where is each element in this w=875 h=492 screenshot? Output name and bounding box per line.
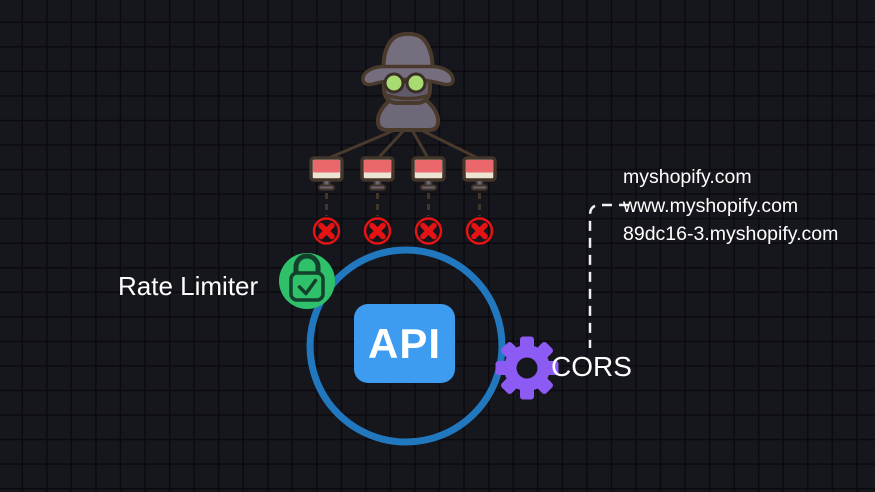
blocked-x-icon	[314, 219, 339, 244]
domain-item: 89dc16-3.myshopify.com	[623, 223, 839, 246]
gear-icon	[495, 336, 559, 400]
bot-monitor-icon	[309, 156, 344, 192]
api-protection-ring	[306, 246, 506, 446]
domain-list: myshopify.com www.myshopify.com 89dc16-3…	[623, 163, 838, 249]
bot-monitor-icon	[411, 156, 446, 192]
api-label: API	[367, 319, 441, 367]
blocked-x-icon	[416, 219, 441, 244]
domain-item: www.myshopify.com	[623, 194, 799, 217]
blocked-x-icon	[467, 219, 492, 244]
api-box: API	[354, 304, 455, 383]
domains-to-cors-connector	[588, 203, 629, 348]
blocked-x-icon	[365, 219, 390, 244]
spy-to-bots-lines	[325, 125, 481, 161]
spy-icon	[361, 31, 455, 132]
domain-item: myshopify.com	[623, 166, 752, 188]
lock-check-icon	[279, 253, 335, 309]
bot-monitor-icon	[462, 156, 497, 192]
bot-blocked-dashes	[325, 193, 481, 216]
bot-monitor-icon	[360, 156, 395, 192]
cors-label: CORS	[551, 351, 632, 382]
rate-limiter-label: Rate Limiter	[118, 271, 259, 301]
